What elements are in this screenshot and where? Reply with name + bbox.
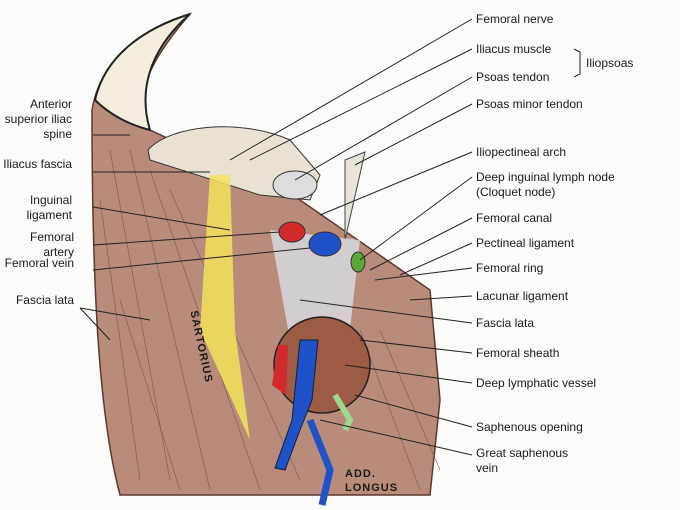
label-psoas-tendon: Psoas tendon: [476, 70, 550, 84]
femoral-vein-section: [308, 231, 342, 257]
lymphatic-vessel: [332, 393, 354, 432]
label-iliopsoas: Iliopsoas: [586, 56, 634, 70]
label-add-longus-1: ADD.: [345, 468, 376, 480]
label-inguinal-ligament: Inguinal ligament: [26, 193, 72, 222]
label-femoral-ring: Femoral ring: [476, 261, 544, 275]
label-iliacus-fascia: Iliacus fascia: [3, 157, 72, 171]
iliac-crest: [93, 13, 191, 132]
label-femoral-nerve: Femoral nerve: [476, 12, 554, 26]
femoral-artery-section: [278, 221, 306, 243]
label-add-longus-2: LONGUS: [345, 482, 399, 494]
label-deep-lymphatic-vessel: Deep lymphatic vessel: [476, 376, 597, 390]
label-femoral-artery: Femoral artery: [29, 230, 74, 259]
psoas-minor-tendon-shape: [344, 151, 366, 241]
label-femoral-vein: Femoral vein: [4, 256, 74, 270]
femoral-sheath-shape: [270, 230, 360, 340]
vein-branch: [306, 418, 334, 506]
label-femoral-canal: Femoral canal: [476, 211, 553, 225]
leader-lines: [79, 18, 581, 456]
label-psoas-minor-tendon: Psoas minor tendon: [476, 97, 583, 111]
label-lacunar-ligament: Lacunar ligament: [476, 289, 569, 303]
label-iliacus-muscle: Iliacus muscle: [476, 42, 552, 56]
label-fascia-lata-left: Fascia lata: [15, 293, 74, 307]
label-cloquet-node: (Cloquet node): [476, 185, 556, 199]
saphenous-opening-shape: [273, 316, 371, 414]
label-great-saphenous-vein-2: vein: [476, 461, 499, 475]
lymph-node: [350, 251, 366, 273]
label-femoral-sheath: Femoral sheath: [476, 346, 560, 360]
label-great-saphenous-vein: Great saphenous: [476, 446, 569, 460]
label-pectineal-ligament: Pectineal ligament: [476, 236, 575, 250]
femoral-artery-lower: [272, 345, 288, 395]
label-saphenous-opening: Saphenous opening: [476, 420, 583, 434]
femoral-nerve-shape: [200, 175, 250, 440]
label-iliopectineal-arch: Iliopectineal arch: [476, 145, 567, 159]
label-deep-inguinal-lymph-node: Deep inguinal lymph node: [476, 170, 615, 184]
psoas-tendon-section: [272, 170, 318, 200]
great-saphenous-vein-shape: [274, 339, 319, 471]
label-asis: Anterior superior iliac spine: [4, 97, 72, 141]
label-fascia-lata-right: Fascia lata: [476, 316, 535, 330]
